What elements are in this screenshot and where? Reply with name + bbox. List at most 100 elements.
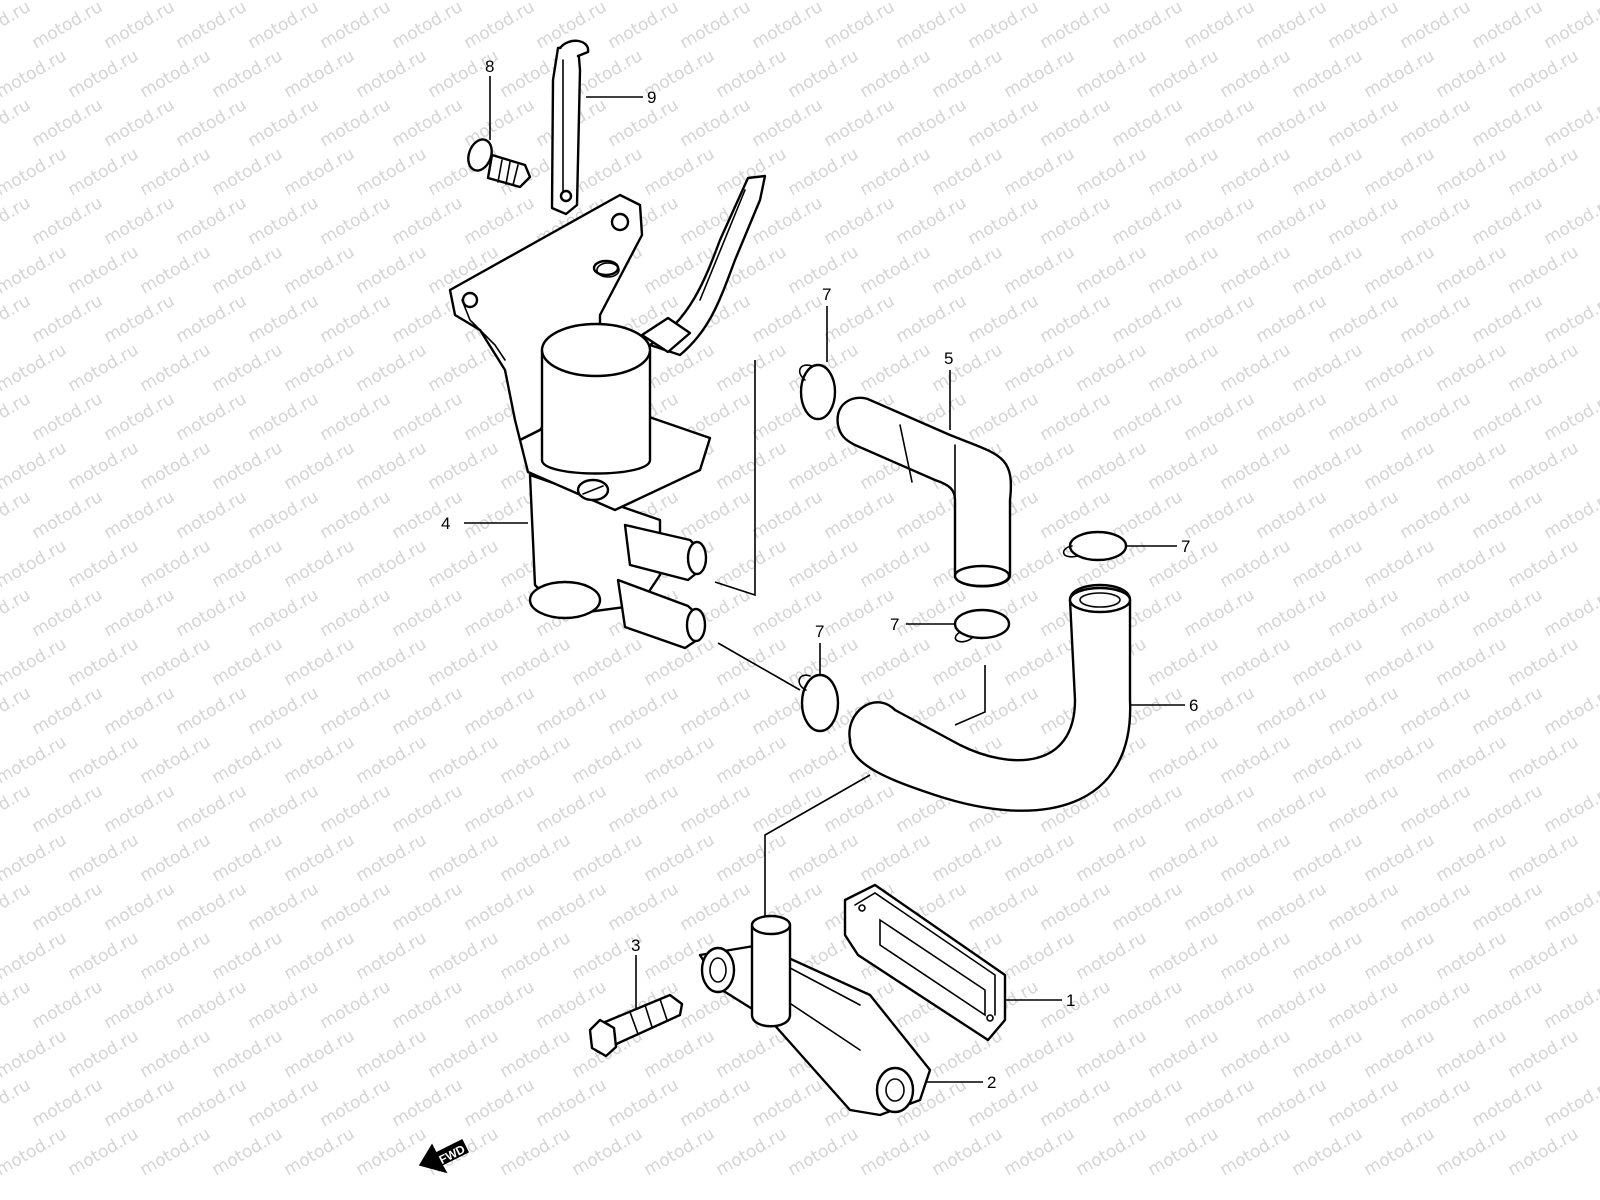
watermark-text: motod.ru — [1469, 781, 1547, 837]
watermark-text: motod.ru — [0, 928, 70, 984]
watermark-text: motod.ru — [101, 95, 179, 151]
watermark-text: motod.ru — [209, 634, 287, 690]
watermark-text: motod.ru — [0, 242, 70, 298]
watermark-text: motod.ru — [101, 683, 179, 739]
watermark-text: motod.ru — [1181, 193, 1259, 249]
watermark-text: motod.ru — [389, 95, 467, 151]
watermark-text: motod.ru — [821, 95, 899, 151]
watermark-text: motod.ru — [389, 193, 467, 249]
watermark-text: motod.ru — [281, 830, 359, 886]
watermark-text: motod.ru — [1109, 879, 1187, 935]
watermark-text: motod.ru — [749, 1075, 827, 1131]
watermark-text: motod.ru — [1253, 879, 1331, 935]
callout-7-mid: 7 — [890, 615, 899, 634]
watermark-text: motod.ru — [641, 830, 719, 886]
watermark-text: motod.ru — [281, 634, 359, 690]
watermark-text: motod.ru — [1361, 438, 1439, 494]
watermark-text: motod.ru — [1109, 95, 1187, 151]
watermark-text: motod.ru — [137, 438, 215, 494]
watermark-text: motod.ru — [1253, 977, 1331, 1033]
watermark-text: motod.ru — [1145, 242, 1223, 298]
watermark-text: motod.ru — [137, 634, 215, 690]
watermark-text: motod.ru — [65, 928, 143, 984]
watermark-text: motod.ru — [353, 144, 431, 200]
watermark-text: motod.ru — [0, 46, 70, 102]
watermark-text: motod.ru — [929, 242, 1007, 298]
watermark-text: motod.ru — [353, 1124, 431, 1180]
watermark-text: motod.ru — [533, 781, 611, 837]
watermark-text: motod.ru — [1541, 585, 1600, 641]
watermark-text: motod.ru — [1325, 1075, 1403, 1131]
watermark-text: motod.ru — [137, 144, 215, 200]
watermark-text: motod.ru — [713, 1124, 791, 1180]
watermark-text: motod.ru — [1325, 193, 1403, 249]
watermark-text: motod.ru — [461, 879, 539, 935]
watermark-text: motod.ru — [317, 879, 395, 935]
watermark-text: motod.ru — [1181, 389, 1259, 445]
watermark-text: motod.ru — [389, 487, 467, 543]
watermark-text: motod.ru — [1541, 193, 1600, 249]
watermark-text: motod.ru — [173, 781, 251, 837]
watermark-text: motod.ru — [281, 144, 359, 200]
watermark-text: motod.ru — [1001, 340, 1079, 396]
watermark-text: motod.ru — [245, 0, 323, 53]
watermark-text: motod.ru — [29, 0, 107, 53]
watermark-text: motod.ru — [0, 487, 34, 543]
watermark-text: motod.ru — [1289, 1124, 1367, 1180]
watermark-text: motod.ru — [1073, 242, 1151, 298]
watermark-text: motod.ru — [209, 830, 287, 886]
watermark-text: motod.ru — [533, 683, 611, 739]
watermark-text: motod.ru — [497, 732, 575, 788]
watermark-text: motod.ru — [461, 95, 539, 151]
watermark-text: motod.ru — [1037, 1075, 1115, 1131]
watermark-text: motod.ru — [1037, 95, 1115, 151]
watermark-text: motod.ru — [713, 830, 791, 886]
callout-1: 1 — [1066, 991, 1075, 1010]
bolt-part-3 — [588, 993, 684, 1058]
watermark-text: motod.ru — [1433, 438, 1511, 494]
watermark-text: motod.ru — [101, 291, 179, 347]
watermark-text: motod.ru — [749, 781, 827, 837]
watermark-text: motod.ru — [785, 830, 863, 886]
watermark-text: motod.ru — [605, 95, 683, 151]
watermark-text: motod.ru — [101, 0, 179, 53]
watermark-text: motod.ru — [101, 781, 179, 837]
watermark-text: motod.ru — [785, 144, 863, 200]
watermark-text: motod.ru — [1469, 0, 1547, 53]
watermark-text: motod.ru — [1145, 830, 1223, 886]
watermark-text: motod.ru — [29, 389, 107, 445]
watermark-text: motod.ru — [1109, 1075, 1187, 1131]
watermark-text: motod.ru — [677, 781, 755, 837]
watermark-text: motod.ru — [569, 1124, 647, 1180]
watermark-text: motod.ru — [1469, 585, 1547, 641]
callout-4: 4 — [441, 514, 450, 533]
watermark-text: motod.ru — [1397, 1075, 1475, 1131]
watermark-text: motod.ru — [173, 683, 251, 739]
watermark-text: motod.ru — [677, 487, 755, 543]
watermark-text: motod.ru — [1253, 193, 1331, 249]
watermark-text: motod.ru — [1289, 928, 1367, 984]
watermark-text: motod.ru — [1505, 536, 1583, 592]
watermark-text: motod.ru — [1001, 438, 1079, 494]
watermark-text: motod.ru — [461, 781, 539, 837]
watermark-text: motod.ru — [209, 1124, 287, 1180]
watermark-text: motod.ru — [677, 0, 755, 53]
watermark-text: motod.ru — [281, 242, 359, 298]
watermark-text: motod.ru — [461, 193, 539, 249]
watermark-text: motod.ru — [857, 1124, 935, 1180]
watermark-text: motod.ru — [1397, 879, 1475, 935]
watermark-text: motod.ru — [1289, 144, 1367, 200]
watermark-text: motod.ru — [1001, 46, 1079, 102]
watermark-text: motod.ru — [965, 389, 1043, 445]
watermark-text: motod.ru — [1145, 732, 1223, 788]
watermark-text: motod.ru — [857, 340, 935, 396]
watermark-text: motod.ru — [173, 0, 251, 53]
watermark-text: motod.ru — [857, 242, 935, 298]
callout-8: 8 — [485, 57, 494, 76]
watermark-text: motod.ru — [1217, 928, 1295, 984]
watermark-text: motod.ru — [893, 193, 971, 249]
watermark-text: motod.ru — [1541, 781, 1600, 837]
watermark-text: motod.ru — [821, 585, 899, 641]
watermark-text: motod.ru — [1145, 340, 1223, 396]
watermark-text: motod.ru — [461, 977, 539, 1033]
